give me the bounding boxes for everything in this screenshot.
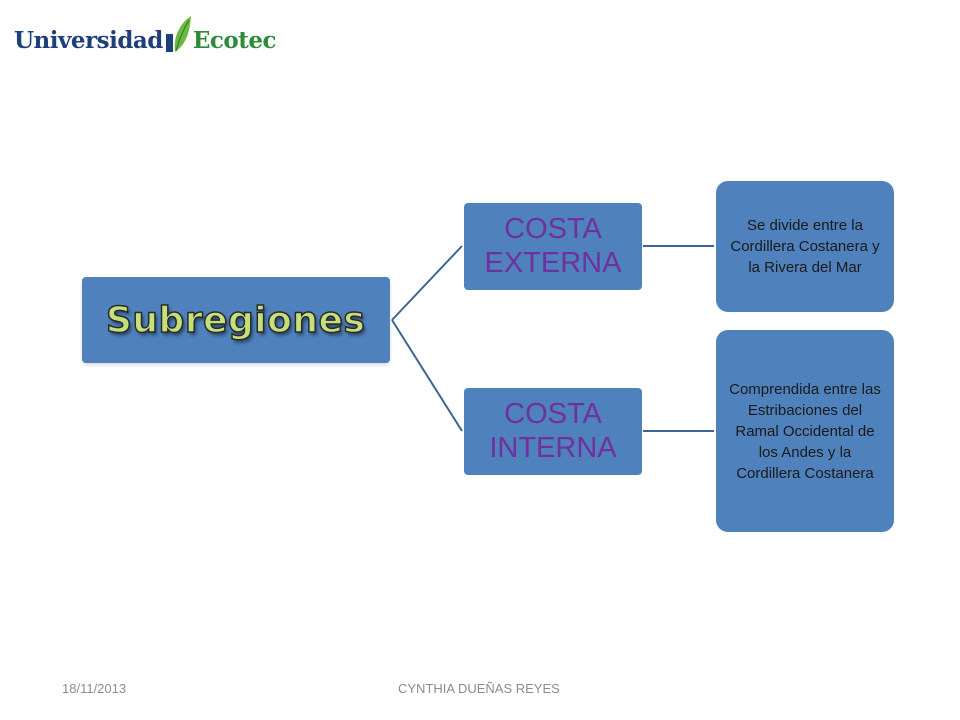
root-node-label: Subregiones — [105, 299, 366, 342]
leaf-icon — [165, 16, 191, 52]
description-text: Comprendida entre las Estribaciones del … — [729, 380, 881, 482]
description-node-costa-externa: Se divide entre la Cordillera Costanera … — [716, 181, 894, 312]
logo-word-ecotec: Ecotec — [192, 27, 277, 54]
footer-author: CYNTHIA DUEÑAS REYES — [398, 681, 560, 696]
description-text: Se divide entre la Cordillera Costanera … — [730, 217, 880, 276]
branch-node-costa-interna: COSTA INTERNA — [464, 388, 642, 475]
branch-node-label: COSTA EXTERNA — [484, 213, 622, 279]
connector-root-to-interna — [391, 319, 463, 432]
diagram-root-node: Subregiones — [82, 277, 390, 363]
description-node-costa-interna: Comprendida entre las Estribaciones del … — [716, 330, 894, 532]
branch-node-costa-externa: COSTA EXTERNA — [464, 203, 642, 290]
logo-word-universidad: Universidad — [14, 27, 163, 54]
footer-date: 18/11/2013 — [62, 681, 127, 696]
branch-node-label: COSTA INTERNA — [489, 398, 617, 464]
connector-root-to-externa — [391, 245, 463, 321]
university-logo: Universidad Ecotec — [14, 12, 277, 54]
